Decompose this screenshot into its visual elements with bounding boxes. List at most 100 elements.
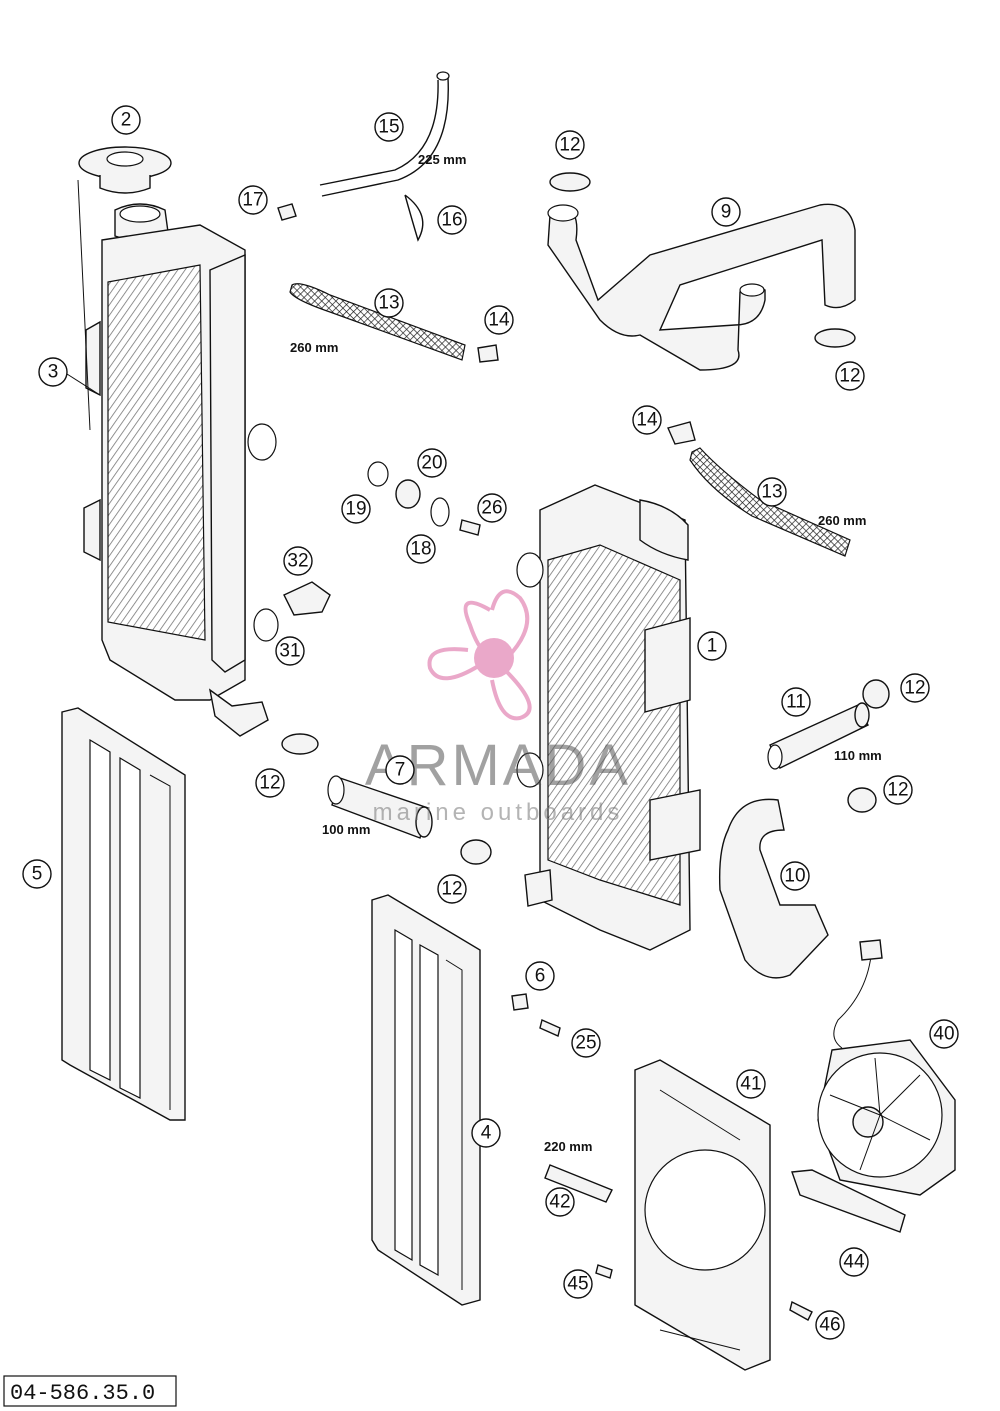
callout-16: 16 xyxy=(437,205,467,235)
hose-11 xyxy=(767,702,870,770)
dimension-hose-15: 225 mm xyxy=(418,152,466,167)
callout-5: 5 xyxy=(22,859,52,889)
callout-12c: 12 xyxy=(255,768,285,798)
left-radiator xyxy=(77,146,277,737)
svg-text:7: 7 xyxy=(395,760,406,781)
watermark: ARMADA marine outboards xyxy=(365,589,628,826)
callout-40: 40 xyxy=(929,1019,959,1049)
callout-46: 46 xyxy=(815,1310,845,1340)
svg-text:12: 12 xyxy=(839,366,860,387)
svg-text:12: 12 xyxy=(887,780,908,801)
svg-text:9: 9 xyxy=(721,202,732,223)
nut-6 xyxy=(511,993,529,1011)
callout-12f: 12 xyxy=(883,775,913,805)
callout-14b: 14 xyxy=(632,405,662,435)
callout-41: 41 xyxy=(736,1069,766,1099)
clip-14-left xyxy=(477,344,499,363)
callout-12e: 12 xyxy=(900,673,930,703)
thermo-switch-32 xyxy=(283,581,331,616)
svg-text:1: 1 xyxy=(707,636,718,657)
callout-13a: 13 xyxy=(374,288,404,318)
callout-7: 7 xyxy=(385,755,415,785)
fitting-17 xyxy=(277,203,297,221)
callout-15: 15 xyxy=(374,112,404,142)
fan-bracket-41 xyxy=(634,1059,771,1371)
callout-26: 26 xyxy=(477,493,507,523)
callout-12a: 12 xyxy=(555,130,585,160)
callout-14a: 14 xyxy=(484,305,514,335)
callout-10: 10 xyxy=(780,861,810,891)
hose-9 xyxy=(547,203,856,371)
hose-15-end xyxy=(436,71,450,81)
screw-45 xyxy=(595,1264,613,1279)
callout-13b: 13 xyxy=(757,477,787,507)
svg-text:12: 12 xyxy=(559,135,580,156)
svg-text:18: 18 xyxy=(410,539,431,560)
svg-text:12: 12 xyxy=(441,879,462,900)
hose-7 xyxy=(327,775,433,839)
dimension-hose-13-left: 260 mm xyxy=(290,340,338,355)
watermark-tagline: marine outboards xyxy=(373,799,624,826)
dimension-hose-13-right: 260 mm xyxy=(818,513,866,528)
svg-text:45: 45 xyxy=(567,1274,588,1295)
callout-1: 1 xyxy=(697,631,727,661)
svg-text:12: 12 xyxy=(904,678,925,699)
tube-42 xyxy=(544,1164,613,1203)
callout-12b: 12 xyxy=(835,361,865,391)
breather-hose-13-right xyxy=(689,447,851,557)
callout-20: 20 xyxy=(417,448,447,478)
svg-text:41: 41 xyxy=(740,1074,761,1095)
callout-12d: 12 xyxy=(437,874,467,904)
hose-10 xyxy=(718,798,829,979)
svg-text:46: 46 xyxy=(819,1315,840,1336)
svg-text:26: 26 xyxy=(481,498,502,519)
dimension-hose-11: 110 mm xyxy=(834,748,882,763)
dimension-hose-7: 100 mm xyxy=(322,822,370,837)
clip-14-right xyxy=(667,421,696,445)
screw-46 xyxy=(789,1300,813,1321)
svg-text:31: 31 xyxy=(279,641,300,662)
svg-text:10: 10 xyxy=(784,866,805,887)
dimension-labels: 225 mm 260 mm 260 mm 110 mm 100 mm 220 m… xyxy=(290,152,882,1154)
svg-text:14: 14 xyxy=(488,310,510,331)
svg-text:11: 11 xyxy=(786,692,806,713)
callout-3: 3 xyxy=(38,357,68,387)
svg-text:16: 16 xyxy=(441,210,462,231)
svg-text:20: 20 xyxy=(421,453,442,474)
dimension-tube-42: 220 mm xyxy=(544,1139,592,1154)
bushing-20 xyxy=(395,479,421,509)
hose-15 xyxy=(319,77,449,197)
clamps xyxy=(281,172,890,865)
breather-hose-13-left xyxy=(289,283,466,361)
svg-text:14: 14 xyxy=(636,410,658,431)
callout-31: 31 xyxy=(275,636,305,666)
left-shroud xyxy=(61,707,186,1121)
drawing-code: 04-586.35.0 xyxy=(10,1381,155,1406)
callout-17: 17 xyxy=(238,185,268,215)
callout-18: 18 xyxy=(406,534,436,564)
svg-text:13: 13 xyxy=(378,293,399,314)
washer-18 xyxy=(430,497,450,527)
svg-text:25: 25 xyxy=(575,1033,596,1054)
svg-text:15: 15 xyxy=(378,117,399,138)
svg-text:3: 3 xyxy=(48,362,59,383)
svg-text:2: 2 xyxy=(121,110,132,131)
svg-text:5: 5 xyxy=(32,864,43,885)
callout-45: 45 xyxy=(563,1269,593,1299)
o-ring-31 xyxy=(253,608,279,642)
svg-text:6: 6 xyxy=(535,966,546,987)
svg-text:40: 40 xyxy=(933,1024,954,1045)
svg-text:17: 17 xyxy=(242,190,263,211)
callout-4: 4 xyxy=(471,1118,501,1148)
callout-42: 42 xyxy=(545,1187,575,1217)
callout-19: 19 xyxy=(341,494,371,524)
callout-44: 44 xyxy=(839,1247,869,1277)
svg-text:32: 32 xyxy=(287,551,308,572)
svg-text:44: 44 xyxy=(843,1252,865,1273)
drawing-code-box: 04-586.35.0 xyxy=(3,1375,177,1407)
bolt-26 xyxy=(459,519,481,536)
fan-40 xyxy=(817,939,956,1196)
bracket-44 xyxy=(791,1169,906,1233)
callout-9: 9 xyxy=(711,197,741,227)
